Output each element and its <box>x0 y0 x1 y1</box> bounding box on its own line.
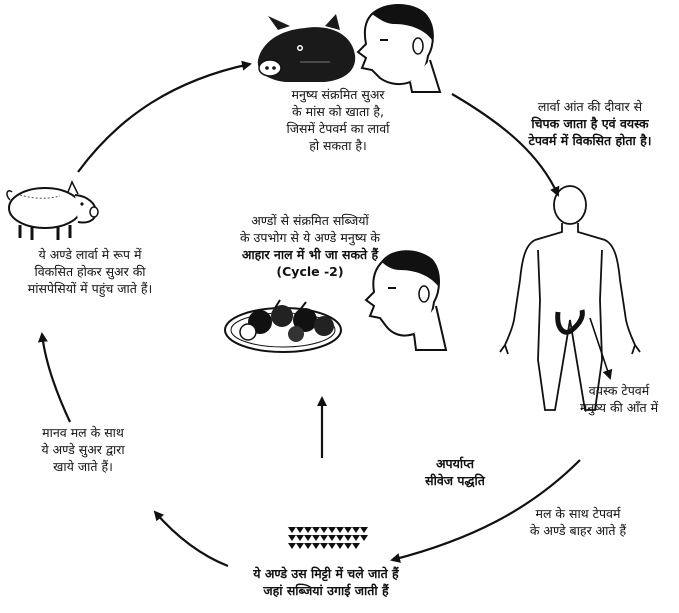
label-adult-tapeworm-line-1: वयस्क टेपवर्म <box>560 382 678 399</box>
pig-head-icon <box>258 14 355 82</box>
label-cycle2: अण्डों से संक्रमित सब्जियों के उपभोग से … <box>210 212 410 280</box>
label-larva-in-pig-muscle-line-2: विकसित होकर सुअर की <box>2 263 178 280</box>
label-cycle2-line-3: आहार नाल में भी जा सकते हैं <box>210 246 410 263</box>
arrow-pig-to-man <box>78 64 250 172</box>
label-cycle2-tag: (Cycle -2) <box>210 263 410 280</box>
label-eggs-into-soil-line-1: ये अण्डे उस मिट्टी में चले जाते हैं <box>210 565 442 582</box>
vegetables-icon <box>225 300 341 352</box>
label-larva-in-pig-muscle: ये अण्डे लार्वा मे रूप में विकसित होकर स… <box>2 246 178 297</box>
label-man-eats-pork-line-4: हो सकता है। <box>248 137 428 154</box>
label-inadequate-sewage: अपर्याप्त सीवेज पद्धति <box>405 455 505 489</box>
human-body-icon <box>500 186 640 410</box>
arrow-pig-eats-eggs-up <box>42 334 70 422</box>
pig-icon <box>7 182 98 240</box>
label-eggs-in-feces: मल के साथ टेपवर्म के अण्डे बाहर आते हैं <box>508 505 648 539</box>
label-larva-attaches-line-3: टेपवर्म में विकसित होता है। <box>504 132 676 149</box>
label-man-eats-pork-line-3: जिसमें टेपवर्म का लार्वा <box>248 120 428 137</box>
label-man-eats-pork: मनुष्य संक्रमित सुअर के मांस को खाता है,… <box>248 86 428 154</box>
label-eggs-into-soil: ये अण्डे उस मिट्टी में चले जाते हैं जहां… <box>210 565 442 599</box>
label-pig-eats-eggs-line-3: खाये जाते हैं। <box>8 458 158 475</box>
label-cycle2-line-2: के उपभोग से ये अण्डे मनुष्य के <box>210 229 410 246</box>
label-pig-eats-eggs: मानव मल के साथ ये अण्डे सुअर द्वारा खाये… <box>8 424 158 475</box>
label-man-eats-pork-line-2: के मांस को खाता है, <box>248 103 428 120</box>
man-head-icon <box>358 5 440 92</box>
label-pig-eats-eggs-line-2: ये अण्डे सुअर द्वारा <box>8 441 158 458</box>
label-eggs-into-soil-line-2: जहां सब्जियां उगाई जाती हैं <box>210 582 442 599</box>
arrow-soil-to-pig <box>155 512 228 566</box>
label-cycle2-line-1: अण्डों से संक्रमित सब्जियों <box>210 212 410 229</box>
label-man-eats-pork-line-1: मनुष्य संक्रमित सुअर <box>248 86 428 103</box>
eggs-icon <box>288 527 368 549</box>
label-larva-attaches: लार्वा आंत की दीवार से चिपक जाता है एवं … <box>504 98 676 149</box>
label-inadequate-sewage-line-2: सीवेज पद्धति <box>405 472 505 489</box>
label-adult-tapeworm-line-2: मनुष्य की आँत में <box>560 399 678 416</box>
label-adult-tapeworm: वयस्क टेपवर्म मनुष्य की आँत में <box>560 382 678 416</box>
label-eggs-in-feces-line-2: के अण्डे बाहर आते हैं <box>508 522 648 539</box>
label-pig-eats-eggs-line-1: मानव मल के साथ <box>8 424 158 441</box>
label-larva-in-pig-muscle-line-3: मांसपेसियों में पहुंच जाते हैं। <box>2 280 178 297</box>
label-inadequate-sewage-line-1: अपर्याप्त <box>405 455 505 472</box>
label-eggs-in-feces-line-1: मल के साथ टेपवर्म <box>508 505 648 522</box>
label-larva-attaches-line-1: लार्वा आंत की दीवार से <box>504 98 676 115</box>
label-larva-in-pig-muscle-line-1: ये अण्डे लार्वा मे रूप में <box>2 246 178 263</box>
label-larva-attaches-line-2: चिपक जाता है एवं वयस्क <box>504 115 676 132</box>
